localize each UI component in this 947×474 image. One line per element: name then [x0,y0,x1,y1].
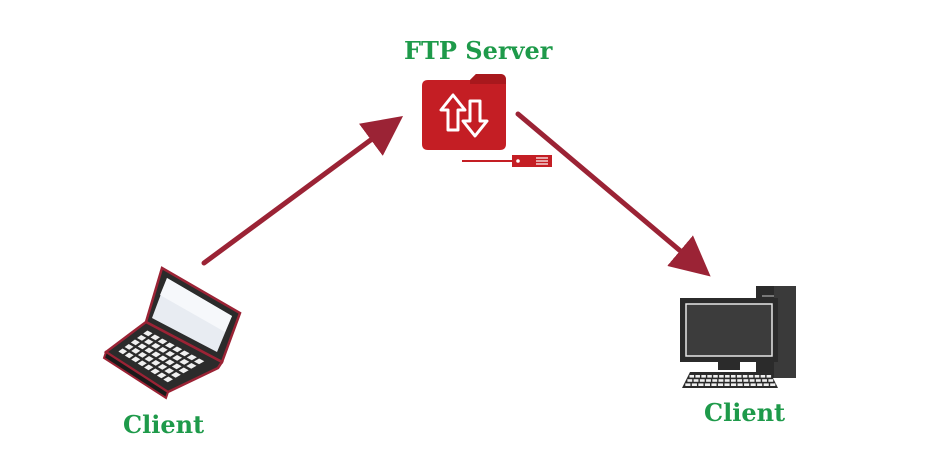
laptop-icon [4,266,242,400]
client-left-label: Client [123,410,205,439]
arrow-server-to-client [515,111,711,277]
desktop-computer-icon [680,286,796,388]
ftp-server-icon [422,74,552,167]
arrow-client-to-server [201,116,404,266]
client-right-label: Client [704,398,786,427]
ftp-server-label: FTP Server [404,36,553,65]
